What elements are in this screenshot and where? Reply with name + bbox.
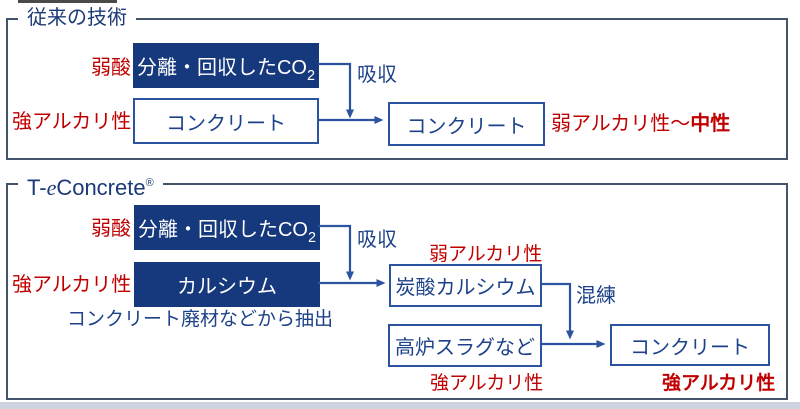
concrete-box-3: コンクリート: [610, 324, 770, 366]
concrete-box-2: コンクリート: [388, 102, 545, 146]
slag-strong-alkali-label: 強アルカリ性: [430, 373, 544, 394]
strong-alkali-label-1: 強アルカリ性: [12, 111, 132, 133]
calcium-box: カルシウム: [134, 262, 320, 307]
mixing-label: 混練: [576, 285, 616, 307]
crop-artifact-top: [18, 0, 117, 3]
caco3-box: 炭酸カルシウム: [389, 264, 542, 307]
absorb-label-2: 吸収: [357, 229, 397, 251]
weak-acid-label-1: 弱酸: [91, 57, 131, 79]
result-label: 弱アルカリ性～中性: [551, 113, 731, 135]
slag-box: 高炉スラグなど: [388, 324, 542, 367]
registered-trademark-symbol: ®: [145, 177, 154, 189]
section-teconcrete-title: T-eConcrete®: [18, 170, 163, 201]
extract-note: コンクリート廃材などから抽出: [67, 309, 334, 330]
bottom-gray-strip: [0, 402, 800, 409]
absorb-label-1: 吸収: [357, 64, 397, 86]
concrete-box-1: コンクリート: [133, 98, 319, 144]
final-strong-alkali-label: 強アルカリ性: [662, 373, 776, 394]
weak-acid-label-2: 弱酸: [91, 218, 131, 240]
weak-alkali-label: 弱アルカリ性: [429, 244, 543, 265]
section-conventional-title: 従来の技術: [18, 5, 136, 31]
strong-alkali-label-2: 強アルカリ性: [12, 274, 132, 296]
